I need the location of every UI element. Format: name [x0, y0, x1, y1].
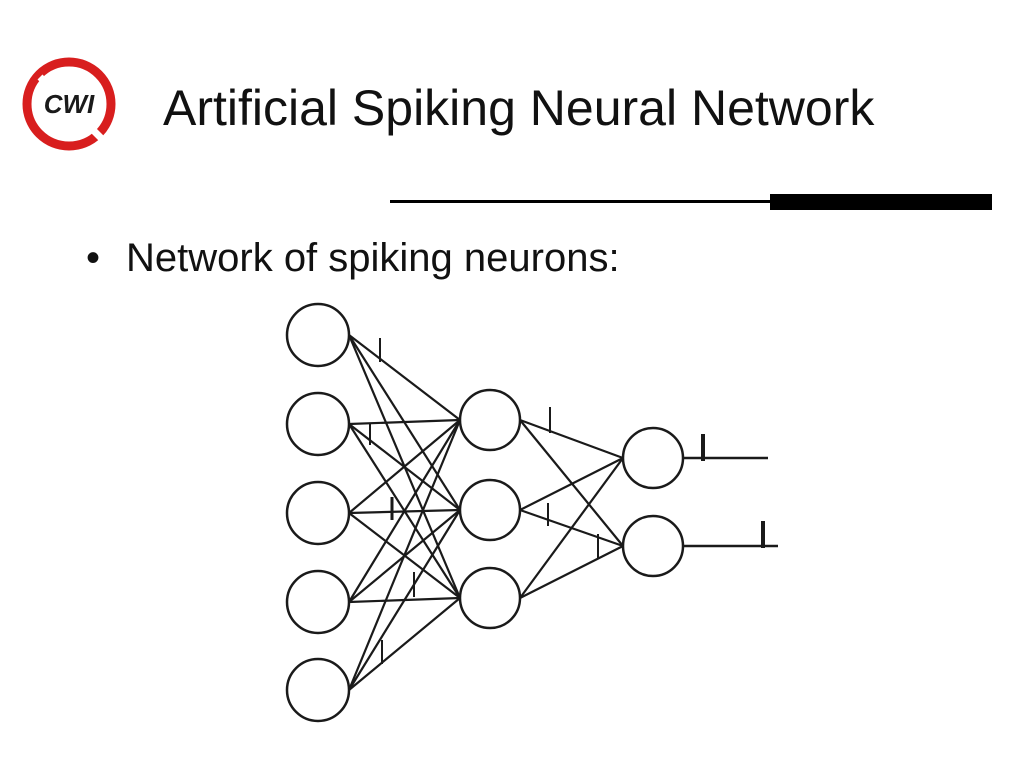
network-edges — [347, 334, 624, 691]
spike-marks — [369, 338, 765, 664]
neuron — [285, 480, 351, 546]
network-nodes — [285, 302, 685, 723]
cwi-logo: CWI — [22, 57, 116, 151]
connection-edge — [519, 418, 624, 460]
neuron — [621, 426, 685, 490]
connection-edge — [519, 457, 624, 511]
neuron — [621, 514, 685, 578]
slide-title: Artificial Spiking Neural Network — [163, 80, 875, 136]
neuron — [458, 478, 522, 542]
bullet-item: • Network of spiking neurons: — [86, 230, 620, 286]
connection-edge — [348, 419, 461, 603]
neuron — [285, 657, 351, 723]
logo-ring-gap — [37, 74, 55, 92]
logo-ring — [22, 57, 116, 151]
connection-edge — [348, 418, 461, 426]
title-rule-thick — [770, 194, 992, 210]
bullet-text: Network of spiking neurons: — [126, 236, 620, 280]
neuron — [285, 569, 351, 635]
logo-text: CWI — [44, 89, 95, 119]
neuron — [285, 302, 351, 368]
logo-ring-gap — [89, 126, 105, 142]
connection-edge — [519, 457, 624, 599]
neuron — [285, 391, 351, 457]
bullet-symbol: • — [86, 236, 101, 280]
connection-edge — [347, 419, 462, 691]
neuron — [458, 388, 522, 452]
connection-edge — [348, 597, 461, 691]
connection-edge — [348, 419, 461, 514]
title-rule-thin — [390, 200, 772, 203]
connection-edge — [519, 545, 624, 599]
connection-edge — [348, 334, 461, 421]
connection-edge — [348, 509, 461, 691]
neuron — [458, 566, 522, 630]
